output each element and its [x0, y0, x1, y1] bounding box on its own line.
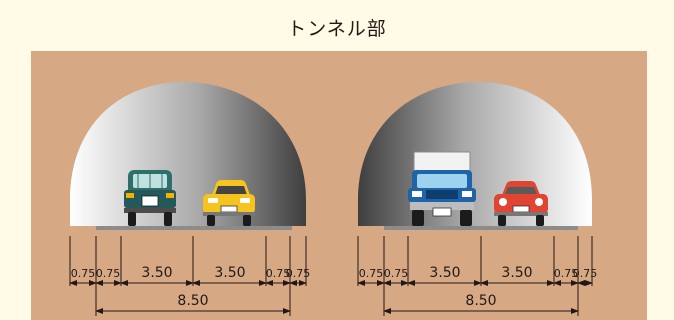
right-tunnel	[358, 82, 592, 230]
left-dim-label: 0.75	[266, 267, 291, 280]
right-dim-label: 3.50	[501, 265, 532, 281]
blue-truck-vehicle	[408, 151, 476, 226]
right-dim-label: 0.75	[554, 267, 579, 280]
yellow-car-vehicle	[203, 180, 255, 226]
left-dim-label: 3.50	[141, 265, 172, 281]
left-road-surface	[96, 226, 292, 230]
right-dimension-labels: 0.75 0.75 3.50 3.50 0.75 0.75 8.50	[359, 265, 598, 309]
left-total-label: 8.50	[177, 293, 208, 309]
right-dimensions	[357, 236, 593, 316]
left-tunnel	[70, 82, 306, 230]
left-dimensions	[69, 236, 307, 316]
left-dim-label: 3.50	[214, 265, 245, 281]
right-road-surface	[384, 226, 578, 230]
figure-title: トンネル部	[287, 18, 387, 40]
red-car-vehicle	[494, 181, 548, 226]
left-dim-label: 0.75	[71, 267, 96, 280]
suv-rear-vehicle	[124, 170, 176, 226]
right-dim-label: 0.75	[384, 267, 409, 280]
left-dim-label: 0.75	[96, 267, 121, 280]
right-dim-label: 0.75	[573, 267, 598, 280]
right-dim-label: 3.50	[429, 265, 460, 281]
right-dim-label: 0.75	[359, 267, 384, 280]
left-dim-label: 0.75	[286, 267, 311, 280]
right-total-label: 8.50	[465, 293, 496, 309]
left-dimension-labels: 0.75 0.75 3.50 3.50 0.75 0.75 8.50	[71, 265, 311, 309]
